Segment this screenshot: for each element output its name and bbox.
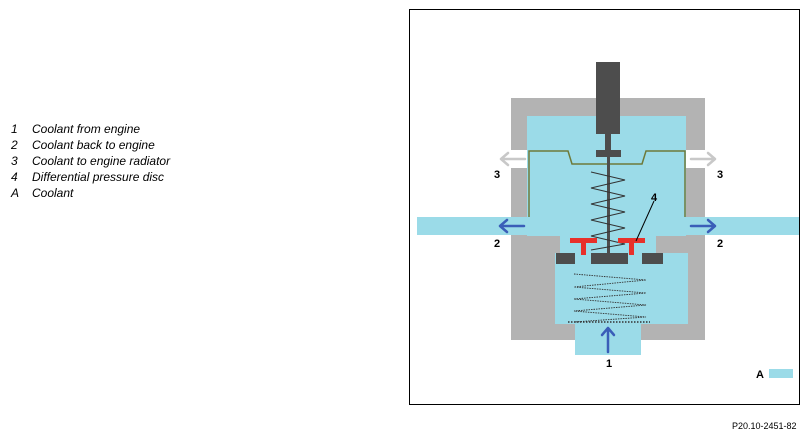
coolant-lower-chamber xyxy=(555,253,688,324)
bypass-plate-left xyxy=(556,253,575,264)
legend-text: Coolant xyxy=(32,186,74,200)
legend-text: Coolant to engine radiator xyxy=(32,154,171,168)
coolant-key-label: A xyxy=(756,369,764,381)
actuator xyxy=(596,62,621,256)
valve-plate-upper xyxy=(596,150,621,157)
legend-key: 4 xyxy=(11,170,18,184)
inlet-arrow-up-icon xyxy=(600,326,616,354)
label-radiator-right: 3 xyxy=(717,169,724,181)
legend-item-a: A Coolant xyxy=(11,185,170,201)
bypass-spring xyxy=(573,273,647,323)
legend-key: 1 xyxy=(11,122,18,136)
bypass-plate-center xyxy=(591,253,628,264)
radiator-arrow-right-icon xyxy=(689,151,717,167)
label-inlet: 1 xyxy=(606,358,613,370)
main-spring xyxy=(590,171,626,251)
actuator-pin xyxy=(605,134,611,150)
label-return-left: 2 xyxy=(494,238,501,250)
legend-text: Coolant from engine xyxy=(32,122,141,136)
label-disc: 4 xyxy=(651,192,658,204)
legend-item-3: 3 Coolant to engine radiator xyxy=(11,153,170,169)
return-arrow-right-icon xyxy=(689,218,717,234)
legend-key: 3 xyxy=(11,154,18,168)
figure-reference: P20.10-2451-82 xyxy=(732,421,797,431)
label-return-right: 2 xyxy=(717,238,724,250)
bypass-plate-right xyxy=(642,253,663,264)
disc-right-cap xyxy=(618,238,645,243)
differential-pressure-disc xyxy=(570,238,645,255)
legend-text: Coolant back to engine xyxy=(32,138,155,152)
disc-right-stem xyxy=(629,243,634,255)
flow-arrows xyxy=(498,151,717,354)
legend: 1 Coolant from engine 2 Coolant back to … xyxy=(11,121,170,201)
thermostat-diagram xyxy=(417,62,799,355)
coolant-return-left xyxy=(417,217,531,235)
coolant-key-swatch xyxy=(769,369,793,378)
lower-plates xyxy=(556,253,663,264)
legend-key: A xyxy=(11,186,20,200)
return-arrow-left-icon xyxy=(498,218,526,234)
label-radiator-left: 3 xyxy=(494,169,501,181)
disc-left-cap xyxy=(570,238,597,243)
disc-left-stem xyxy=(581,243,586,255)
disc-pointer xyxy=(635,200,655,242)
legend-text: Differential pressure disc xyxy=(32,170,165,184)
legend-item-2: 2 Coolant back to engine xyxy=(11,137,170,153)
valve-stem xyxy=(607,157,610,256)
radiator-arrow-left-icon xyxy=(499,151,527,167)
actuator-body xyxy=(596,62,620,134)
legend-item-1: 1 Coolant from engine xyxy=(11,121,170,137)
legend-item-4: 4 Differential pressure disc xyxy=(11,169,170,185)
thermostat-diagram-frame: 2 2 3 3 1 4 A xyxy=(409,9,800,405)
legend-key: 2 xyxy=(11,138,18,152)
